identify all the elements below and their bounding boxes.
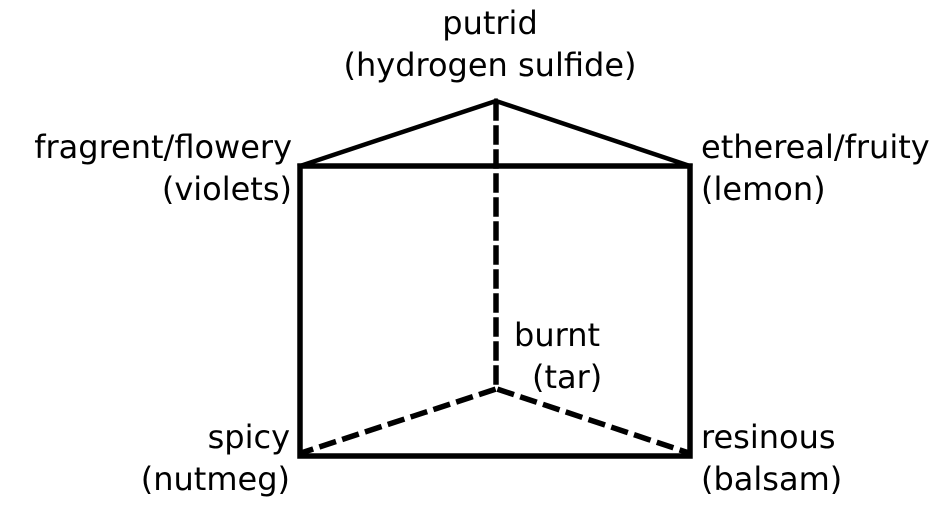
odor-label-spicy: spicy (nutmeg)	[0, 416, 290, 500]
odor-name: putrid	[442, 4, 538, 42]
odor-name: burnt	[514, 316, 601, 354]
hidden-edge-to-bottom-left	[300, 386, 497, 456]
odor-example: (violets)	[161, 170, 292, 208]
odor-label-putrid: putrid (hydrogen sulfide)	[185, 2, 795, 86]
odor-label-ethereal-fruity: ethereal/fruity (lemon)	[701, 126, 930, 210]
odor-example: (balsam)	[701, 460, 843, 498]
odor-label-resinous: resinous (balsam)	[701, 416, 842, 500]
odor-example: (lemon)	[701, 170, 826, 208]
odor-label-fragrant-flowery: fragrent/flowery (violets)	[0, 126, 292, 210]
odor-name: ethereal/fruity	[701, 128, 930, 166]
edge-apex-to-top-left	[297, 98, 499, 169]
odor-example: (hydrogen sulfide)	[343, 46, 637, 84]
odor-example: (tar)	[532, 358, 603, 396]
odor-name: resinous	[701, 418, 836, 456]
odor-name: fragrent/flowery	[34, 128, 292, 166]
odor-name: spicy	[207, 418, 290, 456]
edge-apex-to-top-right	[493, 98, 693, 169]
hidden-edge-to-bottom-right	[496, 386, 690, 456]
odor-label-burnt: burnt (tar)	[514, 314, 602, 398]
odor-example: (nutmeg)	[140, 460, 290, 498]
